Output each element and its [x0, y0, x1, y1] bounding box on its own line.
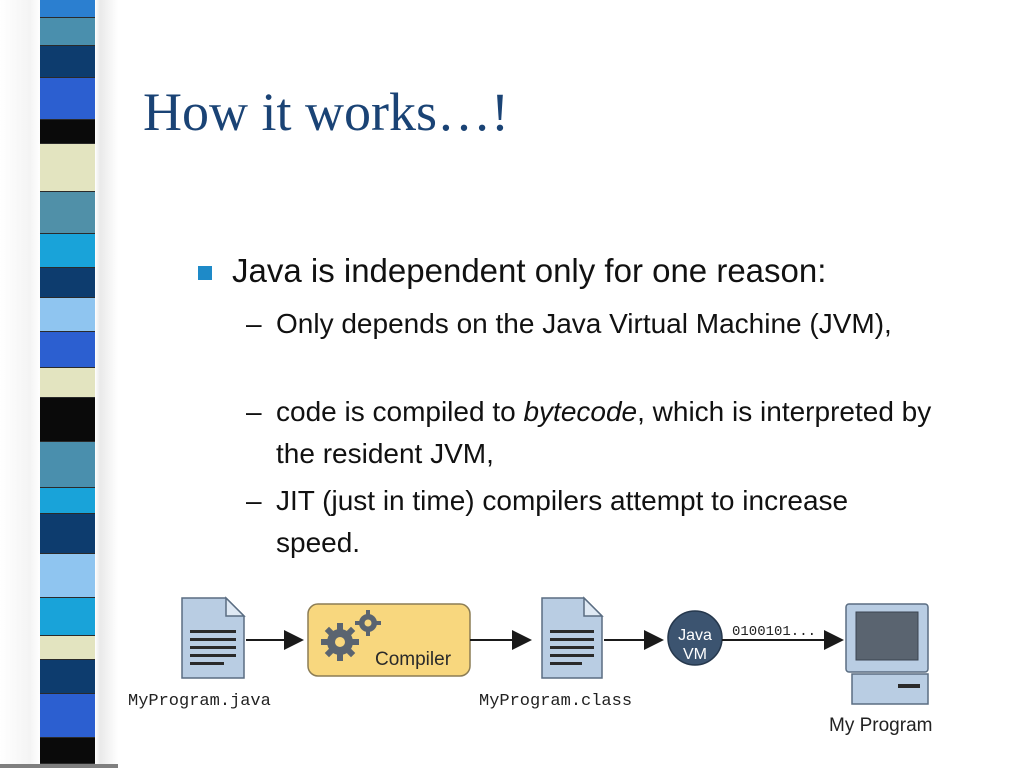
document-icon: [541, 596, 604, 679]
sub-bullet-text: code is compiled to bytecode, which is i…: [276, 396, 932, 469]
dash-marker: –: [246, 308, 262, 339]
square-bullet-icon: [198, 266, 212, 280]
sub-bullet: – Only depends on the Java Virtual Machi…: [246, 303, 946, 345]
bytecode-emphasis: bytecode: [523, 396, 638, 427]
sub-bullet-text: Only depends on the Java Virtual Machine…: [276, 308, 892, 339]
sub-bullet-text: JIT (just in time) compilers attempt to …: [276, 485, 849, 558]
main-bullet-text: Java is independent only for one reason:: [232, 252, 827, 289]
main-bullet: Java is independent only for one reason:: [198, 252, 998, 290]
output-program-label: My Program: [829, 715, 933, 736]
document-icon: [181, 596, 246, 679]
slide-title: How it works…!: [143, 82, 509, 142]
sub-bullet: – code is compiled to bytecode, which is…: [246, 391, 946, 475]
decorative-left-strip: [0, 0, 118, 768]
compiler-label: Compiler: [375, 649, 452, 670]
compilation-diagram: MyProgram.java Compiler MyProgram.class …: [118, 590, 978, 750]
vm-label: Java VM: [678, 627, 712, 663]
sub-bullet: – JIT (just in time) compilers attempt t…: [246, 480, 946, 564]
source-file-label: MyProgram.java: [128, 692, 271, 711]
class-file-label: MyProgram.class: [479, 692, 633, 711]
bytecode-bits-label: 0100101...: [732, 624, 817, 640]
dash-marker: –: [246, 485, 262, 516]
computer-icon: [845, 603, 929, 705]
dash-marker: –: [246, 396, 262, 427]
java-vm-circle-icon: [667, 610, 723, 666]
